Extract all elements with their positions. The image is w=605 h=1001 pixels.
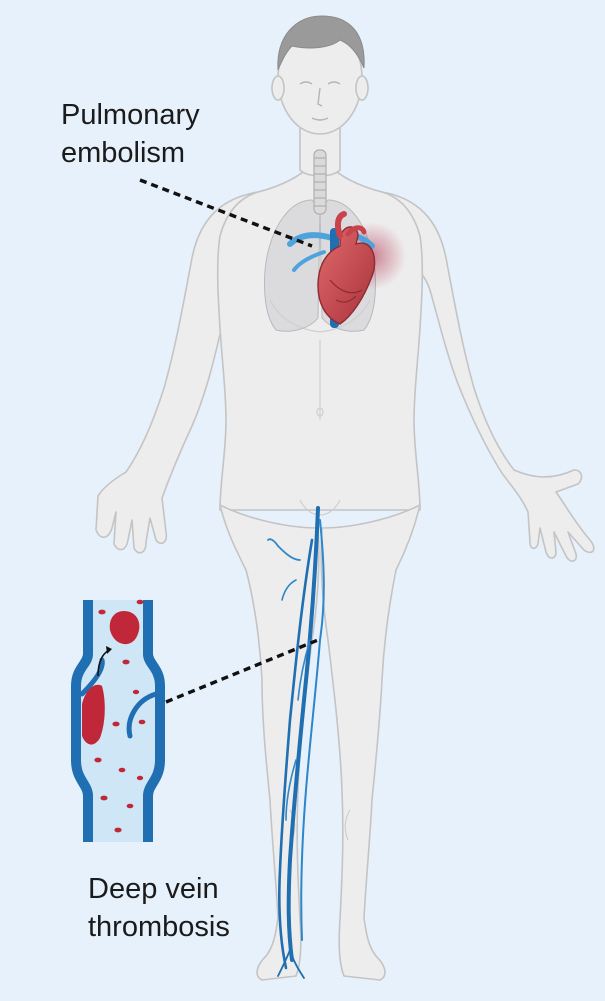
deep-vein-thrombosis-label-line-2: thrombosis	[88, 910, 230, 945]
vein-inset	[76, 600, 160, 842]
left-ear	[272, 76, 284, 100]
pulmonary-embolism-label-line-2: embolism	[61, 136, 185, 171]
right-ear	[356, 76, 368, 100]
trachea	[314, 150, 326, 214]
right-leg	[321, 505, 420, 980]
pulmonary-embolism-label-line-1: Pulmonary	[61, 98, 200, 133]
deep-vein-thrombosis-label-line-1: Deep vein	[88, 872, 219, 907]
left-leg	[220, 505, 319, 980]
